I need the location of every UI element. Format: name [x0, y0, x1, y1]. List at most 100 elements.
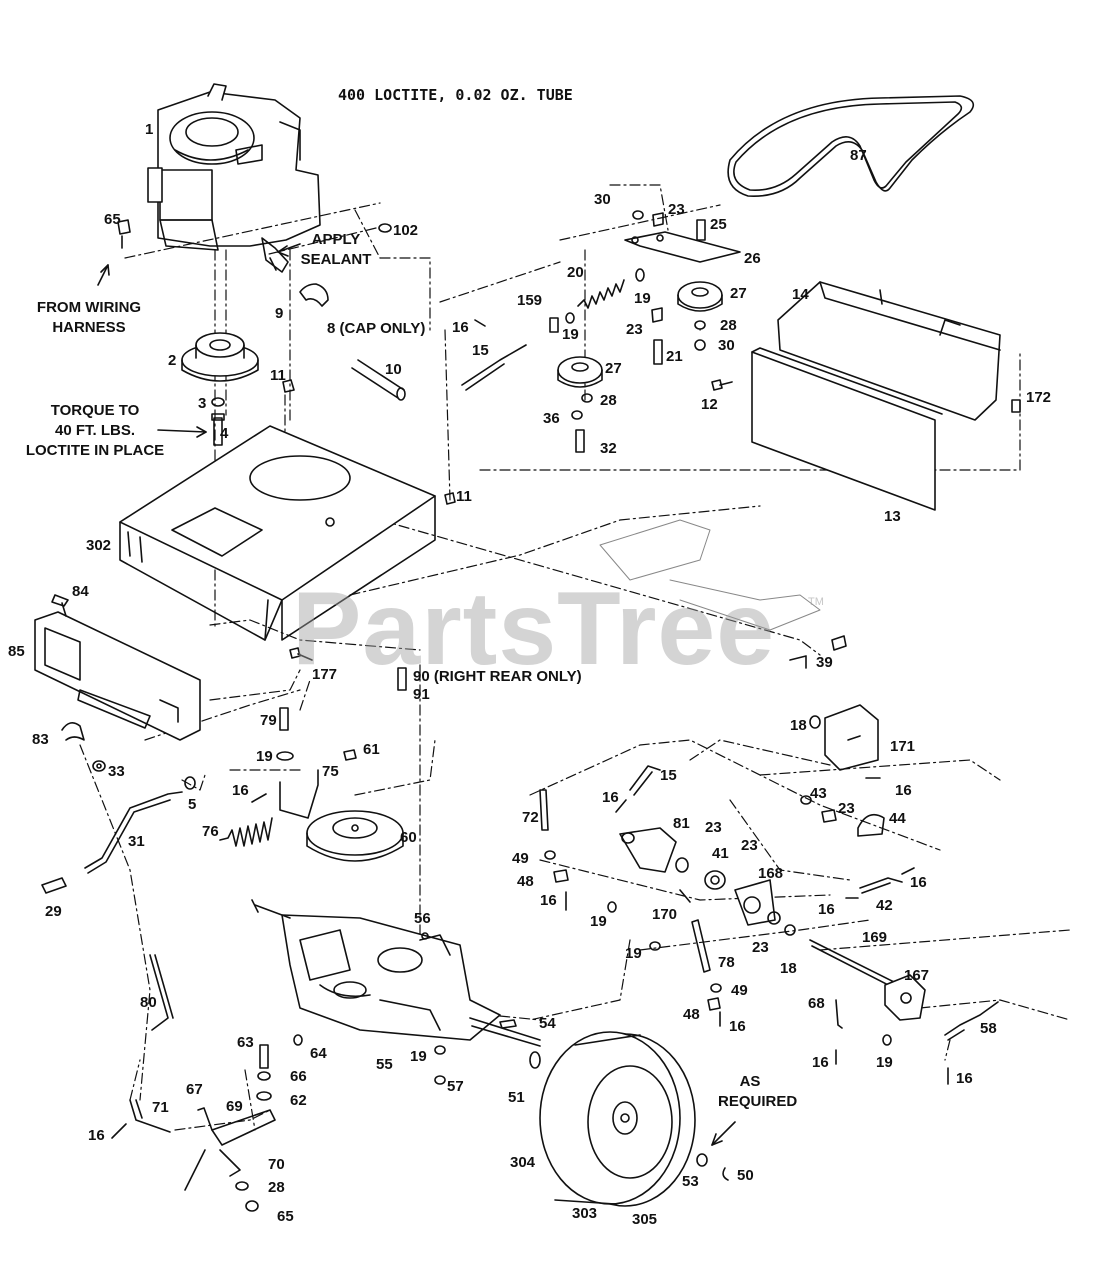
washer-19c	[635, 268, 645, 282]
label-16-a: 16	[232, 782, 249, 799]
label-55: 55	[376, 1056, 393, 1073]
label-5: 5	[188, 796, 197, 813]
wiring-note-line1: FROM WIRING	[36, 299, 142, 316]
label-11-frame: 11	[456, 488, 472, 505]
label-16-f: 16	[540, 892, 557, 909]
label-303: 303	[572, 1205, 598, 1222]
washer-28c	[581, 393, 593, 403]
label-43: 43	[810, 785, 827, 802]
label-23-a: 23	[668, 201, 685, 218]
transaxle-55	[251, 899, 541, 1047]
label-71: 71	[152, 1099, 169, 1116]
bolt-79	[279, 707, 289, 731]
label-23-f: 23	[752, 939, 769, 956]
wiring-note: FROM WIRING HARNESS	[30, 298, 148, 338]
label-75: 75	[322, 763, 339, 780]
washer-19a	[276, 751, 294, 761]
spacer-23c	[821, 809, 837, 823]
washer-66	[257, 1071, 271, 1081]
washer-49b	[710, 983, 722, 993]
leader-lines	[79, 184, 1071, 1131]
washer-19d	[565, 312, 575, 324]
label-30-a: 30	[594, 191, 611, 208]
washer-33	[92, 760, 106, 772]
pulley-60	[306, 810, 404, 862]
spacer-23d	[675, 857, 689, 873]
bracket-81	[619, 827, 677, 873]
label-53: 53	[682, 1173, 699, 1190]
watermark: PartsTree	[292, 571, 776, 687]
label-91: 91	[413, 686, 430, 703]
pin-68	[835, 999, 843, 1029]
label-12: 12	[701, 396, 718, 413]
panel-13	[751, 347, 943, 511]
cap-8	[299, 283, 329, 307]
label-62: 62	[290, 1092, 307, 1109]
bracket-75	[279, 769, 319, 819]
label-48-b: 48	[683, 1006, 700, 1023]
label-80: 80	[140, 994, 157, 1011]
bolt-39	[789, 635, 847, 669]
bracket-168	[734, 879, 776, 926]
label-18-a: 18	[790, 717, 807, 734]
bolt-32	[575, 429, 585, 453]
washer-36	[571, 410, 583, 420]
label-16-h: 16	[818, 901, 835, 918]
label-76: 76	[202, 823, 219, 840]
bolt-172	[1011, 399, 1021, 413]
bolt-63	[259, 1044, 269, 1069]
label-14: 14	[792, 286, 809, 303]
label-10: 10	[385, 361, 402, 378]
required-note-line2: REQUIRED	[718, 1093, 798, 1110]
label-25: 25	[710, 216, 727, 233]
arrow-16b	[111, 1123, 127, 1139]
engine-part-1	[147, 83, 321, 251]
label-28-c: 28	[600, 392, 617, 409]
right-rear-note: 90 (RIGHT REAR ONLY)	[413, 668, 582, 685]
pin-16g	[901, 867, 915, 875]
label-67: 67	[186, 1081, 203, 1098]
label-23-c: 23	[838, 800, 855, 817]
label-85: 85	[8, 643, 25, 660]
label-18-b: 18	[780, 960, 797, 977]
bracket-85	[34, 611, 201, 741]
label-102: 102	[393, 222, 419, 239]
washer-62	[256, 1091, 272, 1101]
label-19-g: 19	[876, 1054, 893, 1071]
spacer-23f	[767, 911, 781, 925]
label-87: 87	[850, 147, 867, 164]
arrow-torque	[157, 426, 207, 438]
label-36: 36	[543, 410, 560, 427]
washer-43	[800, 795, 812, 805]
spacer-23b	[651, 307, 663, 323]
washer-51	[529, 1051, 541, 1069]
label-172: 172	[1026, 389, 1052, 406]
bracket-69	[211, 1109, 276, 1177]
clip-48b	[707, 997, 721, 1011]
nut-11	[282, 379, 295, 393]
label-44: 44	[889, 810, 906, 827]
label-66: 66	[290, 1068, 307, 1085]
label-16-c: 16	[452, 319, 469, 336]
washer-19b	[434, 1045, 446, 1055]
label-23-b: 23	[626, 321, 643, 338]
label-51: 51	[508, 1089, 525, 1106]
label-30-b: 30	[718, 337, 735, 354]
spring-76	[219, 817, 273, 847]
rod-72	[539, 789, 549, 831]
label-28-a: 28	[268, 1179, 285, 1196]
label-23-e: 23	[741, 837, 758, 854]
arrow-wiring	[97, 264, 110, 286]
washer-19g	[882, 1034, 892, 1046]
sealant-note: APPLY SEALANT	[300, 230, 372, 270]
bolt-25	[696, 219, 706, 241]
label-167: 167	[904, 967, 930, 984]
label-304: 304	[510, 1154, 536, 1171]
label-3: 3	[198, 395, 207, 412]
label-20: 20	[567, 264, 584, 281]
label-54: 54	[539, 1015, 556, 1032]
label-16-e: 16	[602, 789, 619, 806]
label-302: 302	[86, 537, 112, 554]
label-19-d: 19	[562, 326, 579, 343]
nut-65	[245, 1200, 259, 1212]
